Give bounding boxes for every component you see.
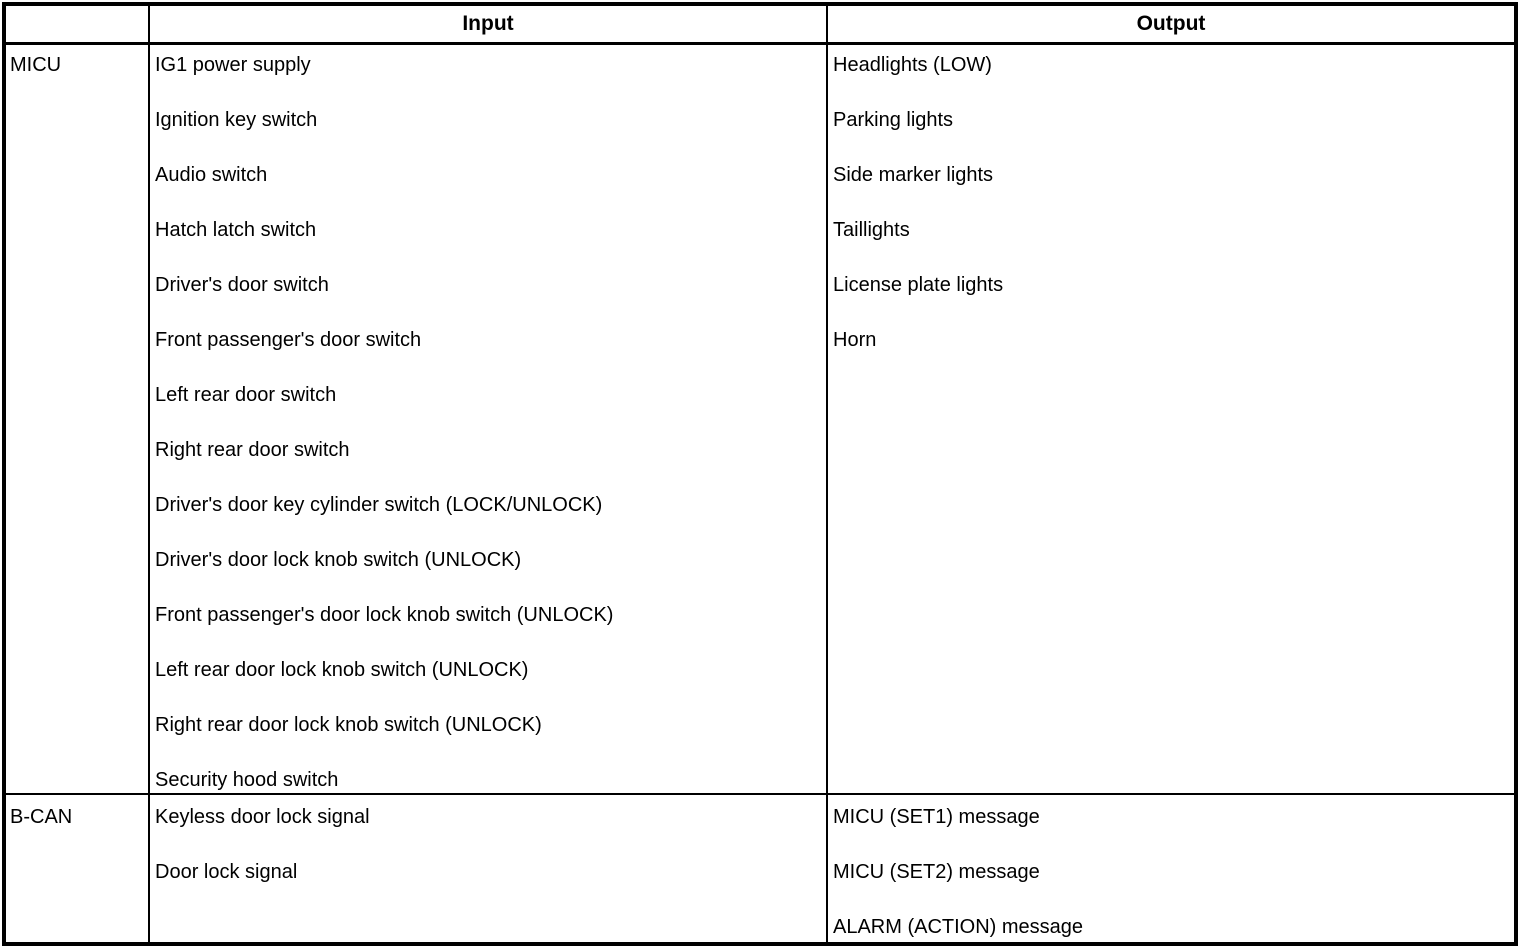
micu-output-list: Headlights (LOW) Parking lights Side mar… <box>828 45 1514 795</box>
input-list-item: Security hood switch <box>155 769 339 791</box>
input-list-item: Hatch latch switch <box>155 219 317 241</box>
input-list-item: Left rear door lock knob switch (UNLOCK) <box>155 659 529 681</box>
input-list-item: Front passenger's door lock knob switch … <box>155 604 614 626</box>
bcan-input-list: Keyless door lock signal Door lock signa… <box>150 795 828 942</box>
input-list-item: Ignition key switch <box>155 109 318 131</box>
input-column-header: Input <box>150 6 828 45</box>
input-list-item: Driver's door switch <box>155 274 329 296</box>
row-label-bcan: B-CAN <box>6 795 150 942</box>
input-list-item: Keyless door lock signal <box>155 806 370 828</box>
input-list-item: Driver's door key cylinder switch (LOCK/… <box>155 494 603 516</box>
input-list-item: Left rear door switch <box>155 384 337 406</box>
input-list-item: Right rear door lock knob switch (UNLOCK… <box>155 714 542 736</box>
output-list-item: MICU (SET1) message <box>833 806 1040 828</box>
input-list-item: Front passenger's door switch <box>155 329 422 351</box>
output-list-item: Side marker lights <box>833 164 994 186</box>
output-list-item: Horn <box>833 329 877 351</box>
input-list-item: IG1 power supply <box>155 54 311 76</box>
output-list-item: License plate lights <box>833 274 1004 296</box>
output-list-item: Headlights (LOW) <box>833 54 992 76</box>
input-list-item: Audio switch <box>155 164 268 186</box>
micu-input-list: IG1 power supply Ignition key switch Aud… <box>150 45 828 795</box>
output-list-item: ALARM (ACTION) message <box>833 916 1084 938</box>
output-column-header: Output <box>828 6 1514 45</box>
corner-cell <box>6 6 150 45</box>
output-list-item: Parking lights <box>833 109 954 131</box>
bcan-output-list: MICU (SET1) message MICU (SET2) message … <box>828 795 1514 942</box>
row-label-micu: MICU <box>6 45 150 795</box>
input-list-item: Door lock signal <box>155 861 298 883</box>
output-list-item: MICU (SET2) message <box>833 861 1040 883</box>
output-list-item: Taillights <box>833 219 910 241</box>
input-list-item: Driver's door lock knob switch (UNLOCK) <box>155 549 522 571</box>
input-list-item: Right rear door switch <box>155 439 350 461</box>
